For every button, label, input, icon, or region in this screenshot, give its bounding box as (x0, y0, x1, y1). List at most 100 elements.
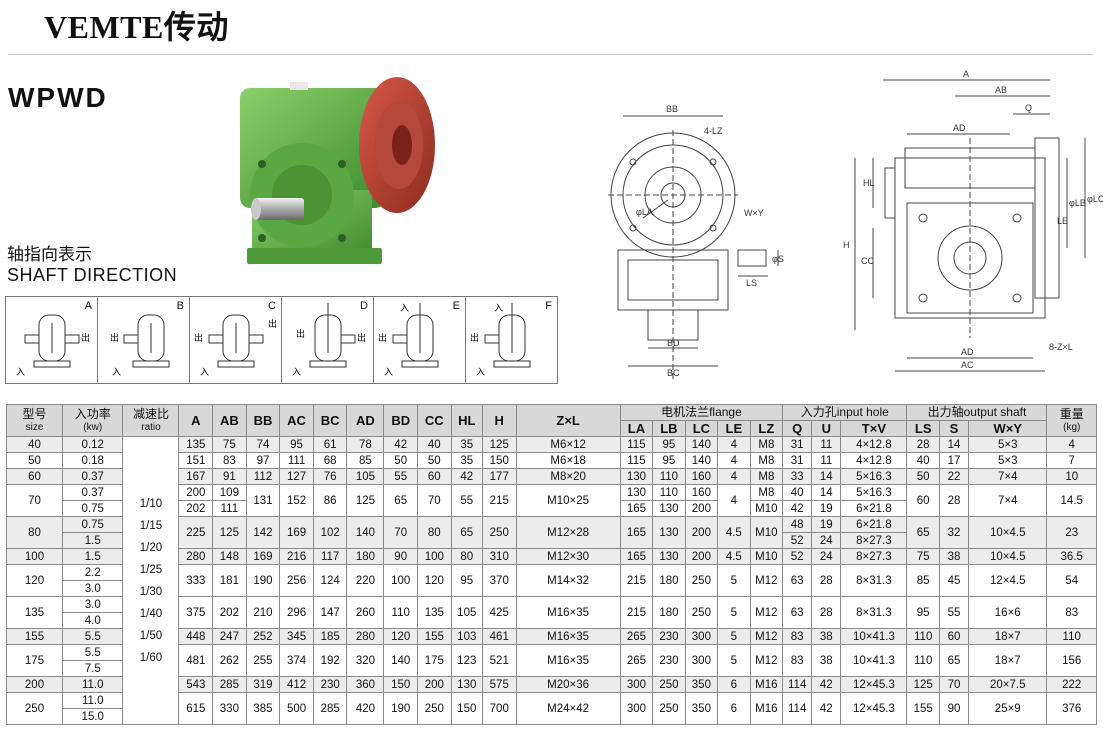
cell-lb: 130 (652, 500, 686, 517)
cell-wy: 18×7 (968, 628, 1048, 645)
cell-size: 155 (6, 628, 63, 645)
cell-bc: 76 (312, 468, 348, 485)
cell-bb: 210 (245, 596, 281, 629)
ratio-value: 1/30 (139, 585, 163, 598)
cell-lb: 110 (652, 484, 686, 501)
cell-le: 6 (717, 676, 751, 693)
cell-bb: 190 (245, 564, 281, 597)
cell-a: 202 (178, 500, 214, 517)
cell-hl: 150 (450, 692, 483, 725)
cell-u: 42 (811, 692, 842, 725)
cell-weight: 10 (1046, 468, 1097, 485)
cell-power: 7.5 (61, 660, 124, 677)
cell-cc: 60 (417, 468, 452, 485)
cell-weight: 83 (1046, 596, 1097, 629)
cell-a: 280 (178, 548, 214, 565)
cell-a: 200 (178, 484, 214, 501)
cell-size: 60 (6, 468, 63, 485)
cell-a: 448 (178, 628, 214, 645)
cell-weight: 23 (1046, 516, 1097, 549)
cell-h: 125 (481, 436, 517, 453)
label-lz: 4-LZ (704, 126, 723, 136)
cell-q: 31 (782, 436, 813, 453)
cell-ls: 125 (906, 676, 940, 693)
cell-bd: 110 (383, 596, 418, 629)
cell-power: 1.5 (61, 532, 124, 549)
cell-bb: 131 (245, 484, 281, 517)
cell-lb: 180 (652, 596, 686, 629)
cell-zl: M24×42 (515, 692, 621, 725)
cell-bc: 192 (312, 644, 348, 677)
cell-u: 14 (811, 484, 842, 501)
cell-u: 14 (811, 468, 842, 485)
svg-text:入: 入 (292, 367, 301, 377)
cell-lz: M12 (749, 596, 784, 629)
cell-ad: 360 (346, 676, 385, 693)
cell-tv: 4×12.8 (840, 452, 908, 469)
cell-bb: 112 (245, 468, 281, 485)
label-bd: BD (667, 338, 680, 348)
cell-h: 250 (481, 516, 517, 549)
cell-ab: 262 (212, 644, 247, 677)
cell-u: 38 (811, 644, 842, 677)
cell-hl: 95 (450, 564, 483, 597)
svg-text:出: 出 (110, 332, 119, 343)
cell-u: 38 (811, 628, 842, 645)
cell-la: 130 (619, 484, 654, 501)
shaft-panel-b: B 出入 (98, 297, 190, 383)
cell-cc: 135 (417, 596, 452, 629)
svg-text:出: 出 (268, 318, 277, 329)
cell-hl: 55 (450, 484, 483, 517)
cell-lc: 140 (684, 452, 719, 469)
cell-s: 55 (938, 596, 970, 629)
cell-power: 3.0 (61, 580, 124, 597)
cell-ac: 169 (279, 516, 314, 549)
cell-tv: 12×45.3 (840, 692, 908, 725)
header-lb: LB (652, 420, 686, 437)
ratio-value: 1/20 (139, 541, 163, 554)
gear-reducer-photo (232, 70, 442, 285)
shaft-panel-letter: A (84, 300, 92, 312)
cell-la: 265 (619, 644, 654, 677)
cell-la: 300 (619, 676, 654, 693)
cell-power: 0.37 (61, 468, 124, 485)
cell-bc: 147 (312, 596, 348, 629)
header-tv: T×V (840, 420, 908, 437)
cell-s: 17 (938, 452, 970, 469)
cell-u: 28 (811, 596, 842, 629)
ratio-value: 1/15 (139, 519, 163, 532)
cell-cc: 200 (417, 676, 452, 693)
cell-ls: 155 (906, 692, 940, 725)
cell-lb: 130 (652, 548, 686, 565)
cell-tv: 8×31.3 (840, 596, 908, 629)
header-lz: LZ (749, 420, 784, 437)
header-u: U (811, 420, 842, 437)
cell-size: 100 (6, 548, 63, 565)
label-bc: BC (667, 368, 680, 378)
cell-la: 165 (619, 516, 654, 549)
cell-bd: 120 (383, 628, 418, 645)
cell-u: 19 (811, 516, 842, 533)
cell-ab: 109 (212, 484, 247, 501)
cell-weight: 36.5 (1046, 548, 1097, 565)
cell-la: 300 (619, 692, 654, 725)
cell-ac: 345 (279, 628, 314, 645)
cell-lb: 250 (652, 676, 686, 693)
cell-lc: 300 (684, 644, 719, 677)
cell-lb: 230 (652, 628, 686, 645)
cell-cc: 250 (417, 692, 452, 725)
cell-ad: 320 (346, 644, 385, 677)
cell-bc: 230 (312, 676, 348, 693)
cell-zl: M10×25 (515, 484, 621, 517)
cell-zl: M6×18 (515, 452, 621, 469)
cell-u: 24 (811, 548, 842, 565)
cell-hl: 130 (450, 676, 483, 693)
cell-s: 28 (938, 484, 970, 517)
cell-ls: 50 (906, 468, 940, 485)
cell-tv: 12×45.3 (840, 676, 908, 693)
cell-le: 5 (717, 644, 751, 677)
shaft-panel-letter: C (268, 300, 276, 312)
